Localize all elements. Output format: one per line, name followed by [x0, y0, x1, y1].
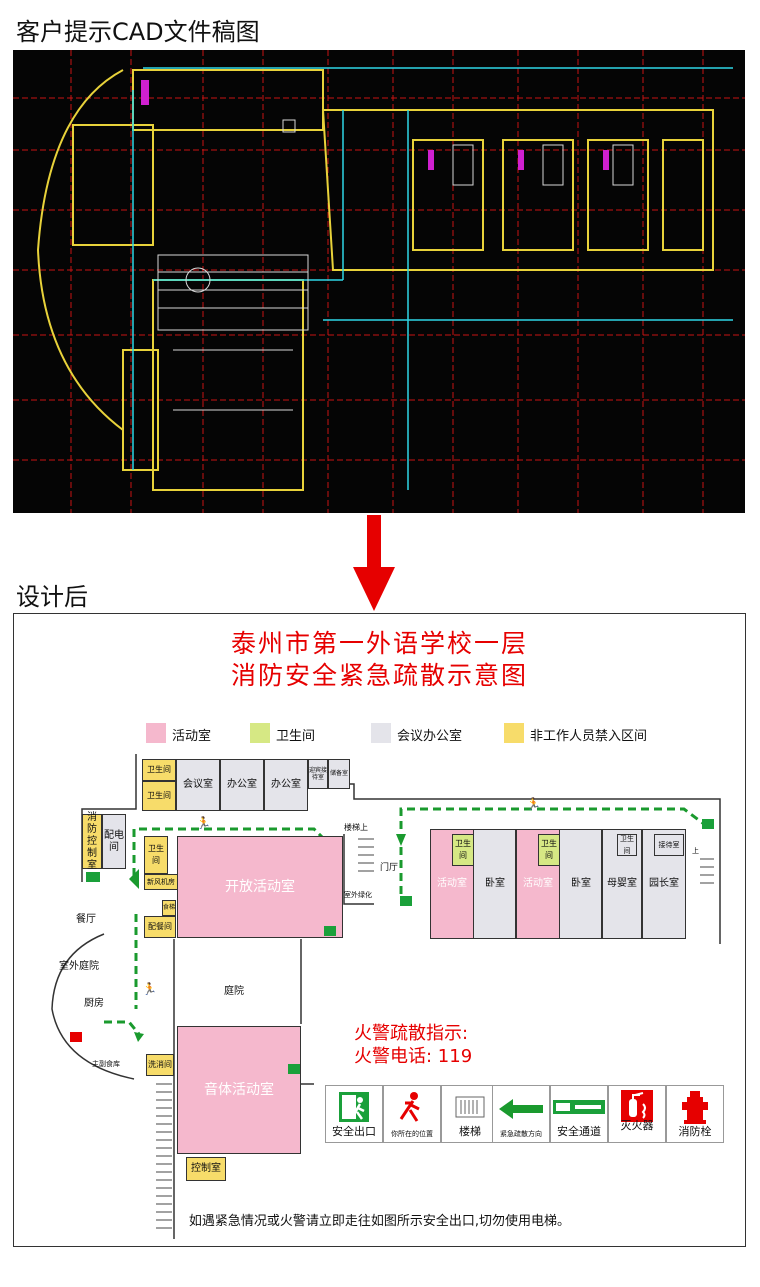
- room-reception: 迎宾接待室: [308, 759, 328, 789]
- cad-floorplan-image: [13, 50, 745, 513]
- exit-icon: [86, 872, 100, 882]
- label-greening: 室外绿化: [344, 891, 372, 899]
- label-courtyard: 庭院: [224, 986, 244, 997]
- footer-note: 如遇紧急情况或火警请立即走往如图所示安全出口,切勿使用电梯。: [188, 1214, 571, 1229]
- exit-icon: [702, 819, 714, 829]
- cad-drawing: [13, 50, 745, 513]
- room-fan: 新风机房: [144, 874, 178, 890]
- label-staple: 主副食库: [92, 1060, 120, 1068]
- safe-passage-icon: [553, 1100, 605, 1114]
- sign-label: 楼梯: [459, 1125, 481, 1138]
- exit-icon: [70, 1032, 82, 1042]
- room-fire-control: 消防控制室: [82, 812, 102, 871]
- you-are-here-icon: 🏃: [526, 797, 541, 811]
- label-stair: 楼梯上: [344, 823, 368, 832]
- room-toilet-4: 卫生间: [452, 834, 474, 866]
- room-wash: 洗消间: [146, 1054, 174, 1076]
- legend-swatch-restricted: [504, 723, 524, 743]
- legend-swatch-meeting: [371, 723, 391, 743]
- legend-label-restricted: 非工作人员禁入区间: [530, 729, 648, 744]
- legend-label-meeting: 会议办公室: [397, 729, 463, 744]
- sign-you-are-here: 你所在的位置: [383, 1085, 441, 1143]
- room-music: 音体活动室: [177, 1026, 301, 1154]
- sign-label: 安全通道: [557, 1125, 601, 1138]
- sign-stairs: 楼梯: [441, 1085, 499, 1143]
- legend-swatch-activity: [146, 723, 166, 743]
- sign-evacuation-direction: 紧急疏散方向: [492, 1085, 550, 1143]
- design-heading: 设计后: [16, 583, 88, 611]
- sign-label: 消防栓: [678, 1125, 712, 1138]
- exit-icon: [400, 896, 412, 906]
- room-open-activity: 开放活动室: [177, 836, 343, 938]
- room-serving: 配餐间: [144, 916, 176, 938]
- label-courtyard-out: 室外庭院: [59, 961, 99, 972]
- label-kitchen: 厨房: [84, 998, 104, 1009]
- room-toilet-6: 卫生间: [617, 834, 637, 856]
- room-office-2: 办公室: [264, 759, 308, 811]
- sign-fire-hydrant: 消防栓: [666, 1085, 724, 1143]
- sign-label: 灭火器: [620, 1119, 654, 1132]
- exit-icon: [324, 926, 336, 936]
- room-toilet-5: 卫生间: [538, 834, 560, 866]
- sign-safe-passage: 安全通道: [550, 1085, 608, 1143]
- room-toilet-3: 卫生间: [144, 836, 168, 874]
- label-up: 上: [692, 847, 699, 855]
- fire-info-line1: 火警疏散指示:: [354, 1023, 469, 1044]
- sign-label: 你所在的位置: [391, 1130, 433, 1138]
- legend-swatch-toilet: [250, 723, 270, 743]
- sign-label: 紧急疏散方向: [500, 1130, 542, 1138]
- map-title-line2: 消防安全紧急疏散示意图: [230, 661, 528, 690]
- evacuation-map-panel: 泰州市第一外语学校一层 消防安全紧急疏散示意图 活动室 卫生间 会议办公室 非工…: [13, 613, 746, 1247]
- fire-extinguisher-icon: [621, 1090, 653, 1122]
- room-waiting: 接待室: [654, 834, 684, 856]
- fire-hydrant-icon: [682, 1091, 708, 1124]
- sign-label: 安全出口: [332, 1125, 376, 1138]
- room-toilet-1: 卫生间: [142, 759, 176, 781]
- evacuation-arrow-icon: [499, 1099, 543, 1119]
- sign-exit: 安全出口: [325, 1085, 383, 1143]
- room-reserve: 储备室: [328, 759, 350, 789]
- room-power: 配电间: [102, 814, 126, 869]
- you-are-here-icon: 🏃: [196, 816, 211, 830]
- fire-info-line2: 火警电话: 119: [354, 1046, 473, 1067]
- exit-icon: [288, 1064, 300, 1074]
- room-office-1: 办公室: [220, 759, 264, 811]
- room-pantry: 食梯: [162, 900, 176, 916]
- label-dining: 餐厅: [76, 914, 96, 925]
- room-control: 控制室: [186, 1157, 226, 1181]
- stairs-icon: [455, 1096, 485, 1118]
- legend-label-toilet: 卫生间: [276, 729, 316, 744]
- label-gate: 门厅: [380, 863, 399, 873]
- sign-fire-extinguisher: 灭火器: [608, 1085, 666, 1143]
- exit-icon: [339, 1092, 369, 1122]
- you-are-here-icon: 🏃: [142, 982, 157, 996]
- floor-plan: 卫生间 卫生间 会议室 办公室 办公室 迎宾接待室 储备室 消防控制室 配电间 …: [14, 614, 745, 1246]
- map-title-line1: 泰州市第一外语学校一层: [230, 629, 528, 658]
- room-meeting: 会议室: [176, 759, 220, 811]
- room-toilet-2: 卫生间: [142, 781, 176, 811]
- you-are-here-icon: [399, 1092, 420, 1122]
- down-arrow-icon: [353, 515, 395, 611]
- legend-label-activity: 活动室: [172, 729, 212, 744]
- cad-heading: 客户提示CAD文件稿图: [16, 18, 260, 46]
